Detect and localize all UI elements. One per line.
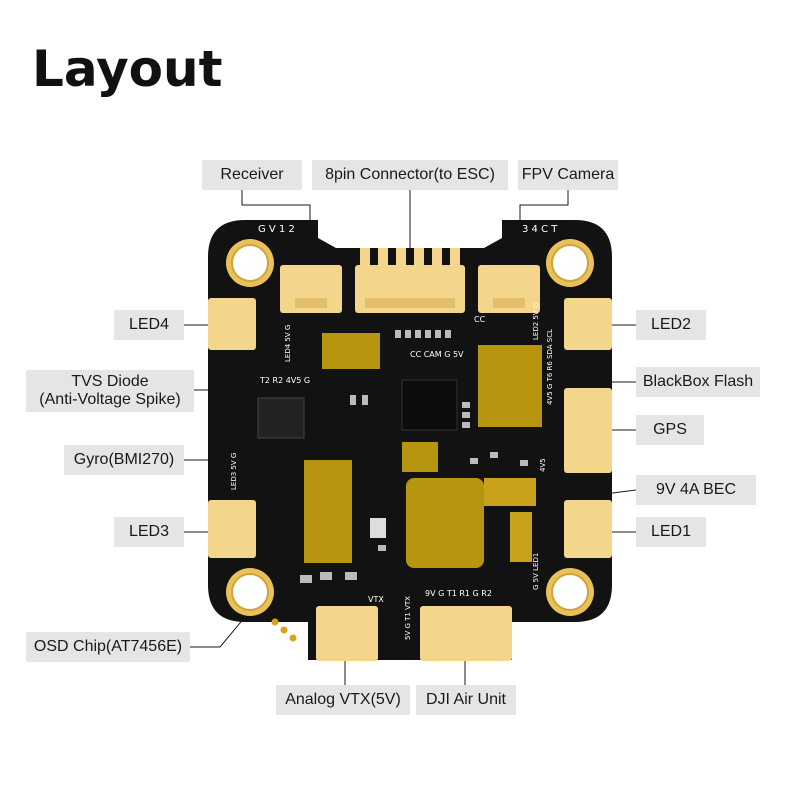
silkscreen: G V 1 2 3 4 C T T2 R2 4V5 G CC CAM G 5V … [230,224,558,640]
mcu [401,379,458,431]
gyro-chip [402,442,438,472]
led1-connector [564,500,612,558]
silk-dji: 9V G T1 R1 G R2 [425,589,492,598]
led2-connector [564,298,612,350]
led3-connector [208,500,256,558]
blackbox-flash-chip [478,345,542,427]
page-title: Layout [32,40,223,98]
silk-led4: LED4 5V G [284,325,292,362]
regulator [257,397,305,439]
bec-pad-2 [510,512,532,562]
silk-top-left: G V 1 2 [258,224,295,235]
label-dji-air-unit: DJI Air Unit [416,685,516,715]
gps-connector [564,388,612,473]
silk-gps: 4V5 G T6 R6 SDA SCL [546,329,554,405]
corner-vias [271,618,297,642]
silk-vtx-pads: 5V G T1 VTX [404,596,412,640]
mounting-holes [226,239,594,616]
label-fpv-camera: FPV Camera [518,160,618,190]
silk-top-right: 3 4 C T [522,224,558,235]
silk-led3: LED3 5V G [230,453,238,490]
label-tvs-diode: TVS Diode (Anti-Voltage Spike) [26,370,194,412]
side-connectors [208,298,612,661]
silk-uart: T2 R2 4V5 G [259,376,310,385]
label-tvs-diode-line2: (Anti-Voltage Spike) [39,391,181,408]
bec-pad [484,478,536,506]
analog-vtx-connector [316,606,378,661]
led4-connector [208,298,256,350]
bec-inductor [406,478,484,568]
dji-connector [420,606,512,661]
label-led2: LED2 [636,310,706,340]
label-gps: GPS [636,415,704,445]
label-tvs-diode-line1: TVS Diode [71,373,149,390]
label-receiver: Receiver [202,160,302,190]
label-led3: LED3 [114,517,184,547]
silk-vtx: VTX [368,595,384,604]
label-led1: LED1 [636,517,706,547]
label-analog-vtx: Analog VTX(5V) [276,685,410,715]
crystal [370,518,386,538]
silk-cc: CC [474,315,486,324]
silk-led1: G 5V LED1 [532,553,540,590]
label-blackbox-flash: BlackBox Flash [636,367,760,397]
silk-cam: CC CAM G 5V [410,350,464,359]
small-components [300,330,528,583]
label-esc-connector: 8pin Connector(to ESC) [312,160,508,190]
tvs-diode [322,333,380,369]
silk-led2: LED2 5V G [532,303,540,340]
chips [257,333,542,568]
top-connectors [280,248,540,313]
silk-gps-2: 4V5 [539,458,547,472]
label-led4: LED4 [114,310,184,340]
label-osd-chip: OSD Chip(AT7456E) [26,632,190,662]
osd-chip [304,460,352,563]
label-bec: 9V 4A BEC [636,475,756,505]
label-gyro: Gyro(BMI270) [64,445,184,475]
